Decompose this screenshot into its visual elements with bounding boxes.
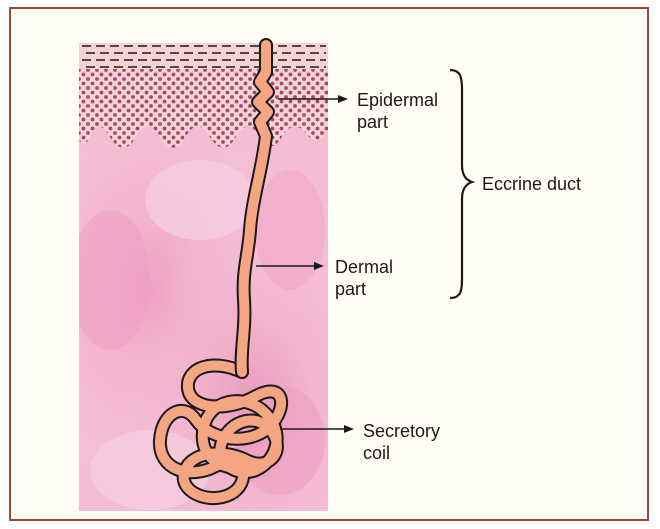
label-secretory-coil: Secretory coil bbox=[363, 420, 440, 464]
label-eccrine-duct: Eccrine duct bbox=[482, 173, 581, 195]
label-dermal-part: Dermal part bbox=[335, 256, 393, 300]
label-epidermal-part: Epidermal part bbox=[357, 89, 438, 133]
right-curly-brace-icon bbox=[450, 70, 472, 298]
